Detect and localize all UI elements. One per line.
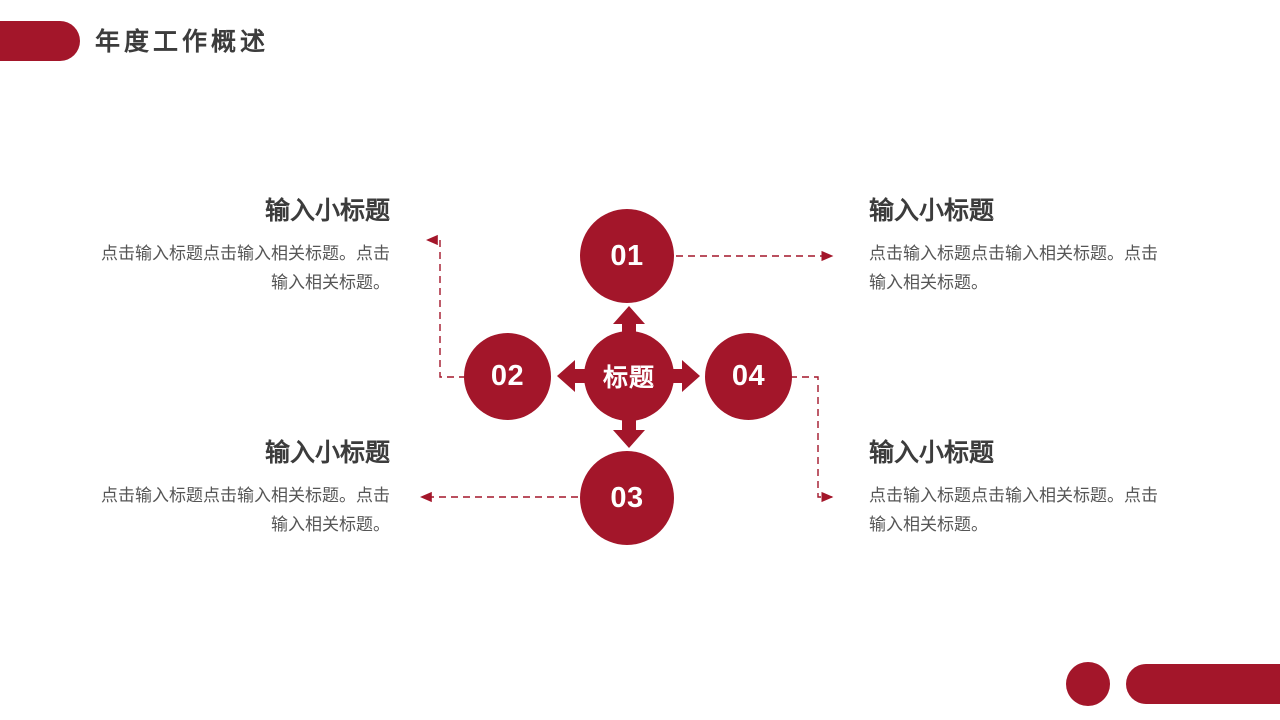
text-block-top-left: 输入小标题 点击输入标题点击输入相关标题。点击输入相关标题。	[100, 194, 390, 297]
text-block-bottom-left: 输入小标题 点击输入标题点击输入相关标题。点击输入相关标题。	[100, 436, 390, 539]
text-block-top-right: 输入小标题 点击输入标题点击输入相关标题。点击输入相关标题。	[869, 194, 1159, 297]
node-02-label: 02	[490, 360, 525, 392]
connector-04-right	[790, 376, 834, 503]
footer-bar-decoration	[1126, 664, 1280, 704]
diagram-node-center[interactable]: 标题	[584, 331, 674, 421]
node-03-label: 03	[610, 481, 644, 514]
connector-02-left	[425, 234, 466, 378]
top-left-body: 点击输入标题点击输入相关标题。点击输入相关标题。	[101, 244, 390, 292]
diagram-node-03[interactable]: 03	[580, 451, 674, 545]
header-accent-pill	[0, 21, 80, 61]
bottom-left-heading: 输入小标题	[264, 439, 390, 467]
diagram-node-01[interactable]: 01	[580, 209, 674, 303]
text-block-bottom-right: 输入小标题 点击输入标题点击输入相关标题。点击输入相关标题。	[869, 436, 1159, 539]
top-right-body: 点击输入标题点击输入相关标题。点击输入相关标题。	[869, 244, 1158, 292]
bottom-left-body: 点击输入标题点击输入相关标题。点击输入相关标题。	[101, 486, 390, 534]
diagram-node-02[interactable]: 02	[464, 333, 551, 420]
center-arrow-down	[613, 420, 645, 448]
node-01-label: 01	[610, 239, 644, 272]
center-arrow-up	[613, 306, 645, 334]
node-center-label: 标题	[602, 364, 655, 392]
top-right-heading: 输入小标题	[869, 197, 995, 225]
top-left-heading: 输入小标题	[264, 197, 390, 225]
bottom-right-heading: 输入小标题	[869, 439, 995, 467]
diagram-node-04[interactable]: 04	[705, 333, 792, 420]
footer-circle-decoration	[1066, 662, 1110, 706]
center-arrow-right	[672, 360, 700, 392]
bottom-right-body: 点击输入标题点击输入相关标题。点击输入相关标题。	[869, 486, 1158, 534]
page-title: 年度工作概述	[95, 28, 270, 56]
node-04-label: 04	[731, 360, 766, 392]
center-arrow-left	[557, 360, 585, 392]
